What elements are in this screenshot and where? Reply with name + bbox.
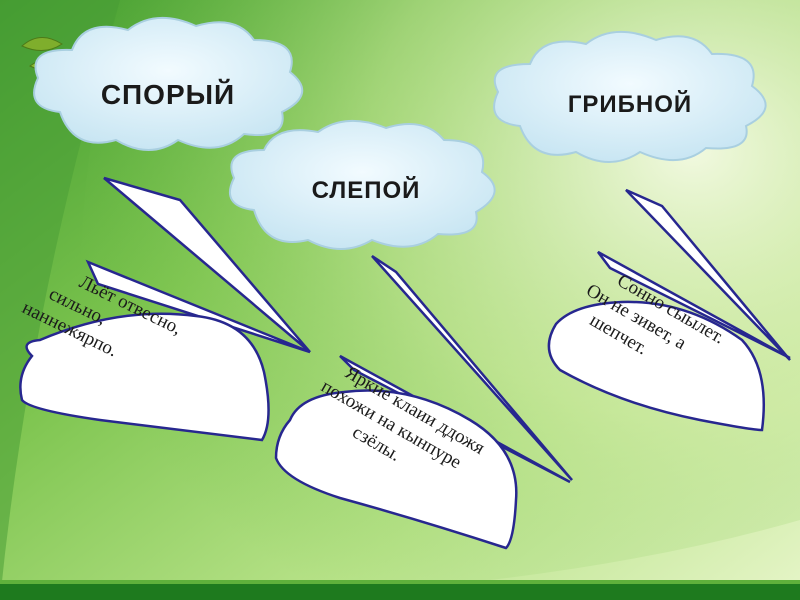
cloud-label: СПОРЫЙ <box>101 78 235 110</box>
cloud-shape <box>493 30 767 163</box>
bottom-bar-highlight <box>0 580 800 584</box>
cloud-shape <box>229 119 496 250</box>
cloud-label: СЛЕПОЙ <box>312 176 421 204</box>
kite-body <box>274 389 518 550</box>
cloud-sporiy[interactable]: СПОРЫЙ <box>33 16 304 151</box>
kite-middle-wing <box>597 250 791 360</box>
kite-upper-wing <box>371 254 573 481</box>
cloud-slepoy[interactable]: СЛЕПОЙ <box>229 119 496 250</box>
kite-upper-wing <box>625 188 791 361</box>
cloud-shape <box>33 16 304 151</box>
kite-body <box>19 312 270 442</box>
cloud-label: ГРИБНОЙ <box>568 90 692 118</box>
cloud-gribnoy[interactable]: ГРИБНОЙ <box>493 30 767 163</box>
background-left-band <box>0 0 120 600</box>
kite-middle[interactable]: Яркие клаии ддожя похожи на кынпуре сзёл… <box>274 254 573 550</box>
kite-left[interactable]: Льёт отвесно, сильно, наннежярпо. <box>19 176 311 442</box>
kite-upper-wing <box>103 176 311 353</box>
bottom-bar <box>0 584 800 600</box>
kite-body <box>547 300 766 432</box>
kite-right[interactable]: Сонно сыылет. Он не зивет, а шепчет. <box>547 188 791 432</box>
